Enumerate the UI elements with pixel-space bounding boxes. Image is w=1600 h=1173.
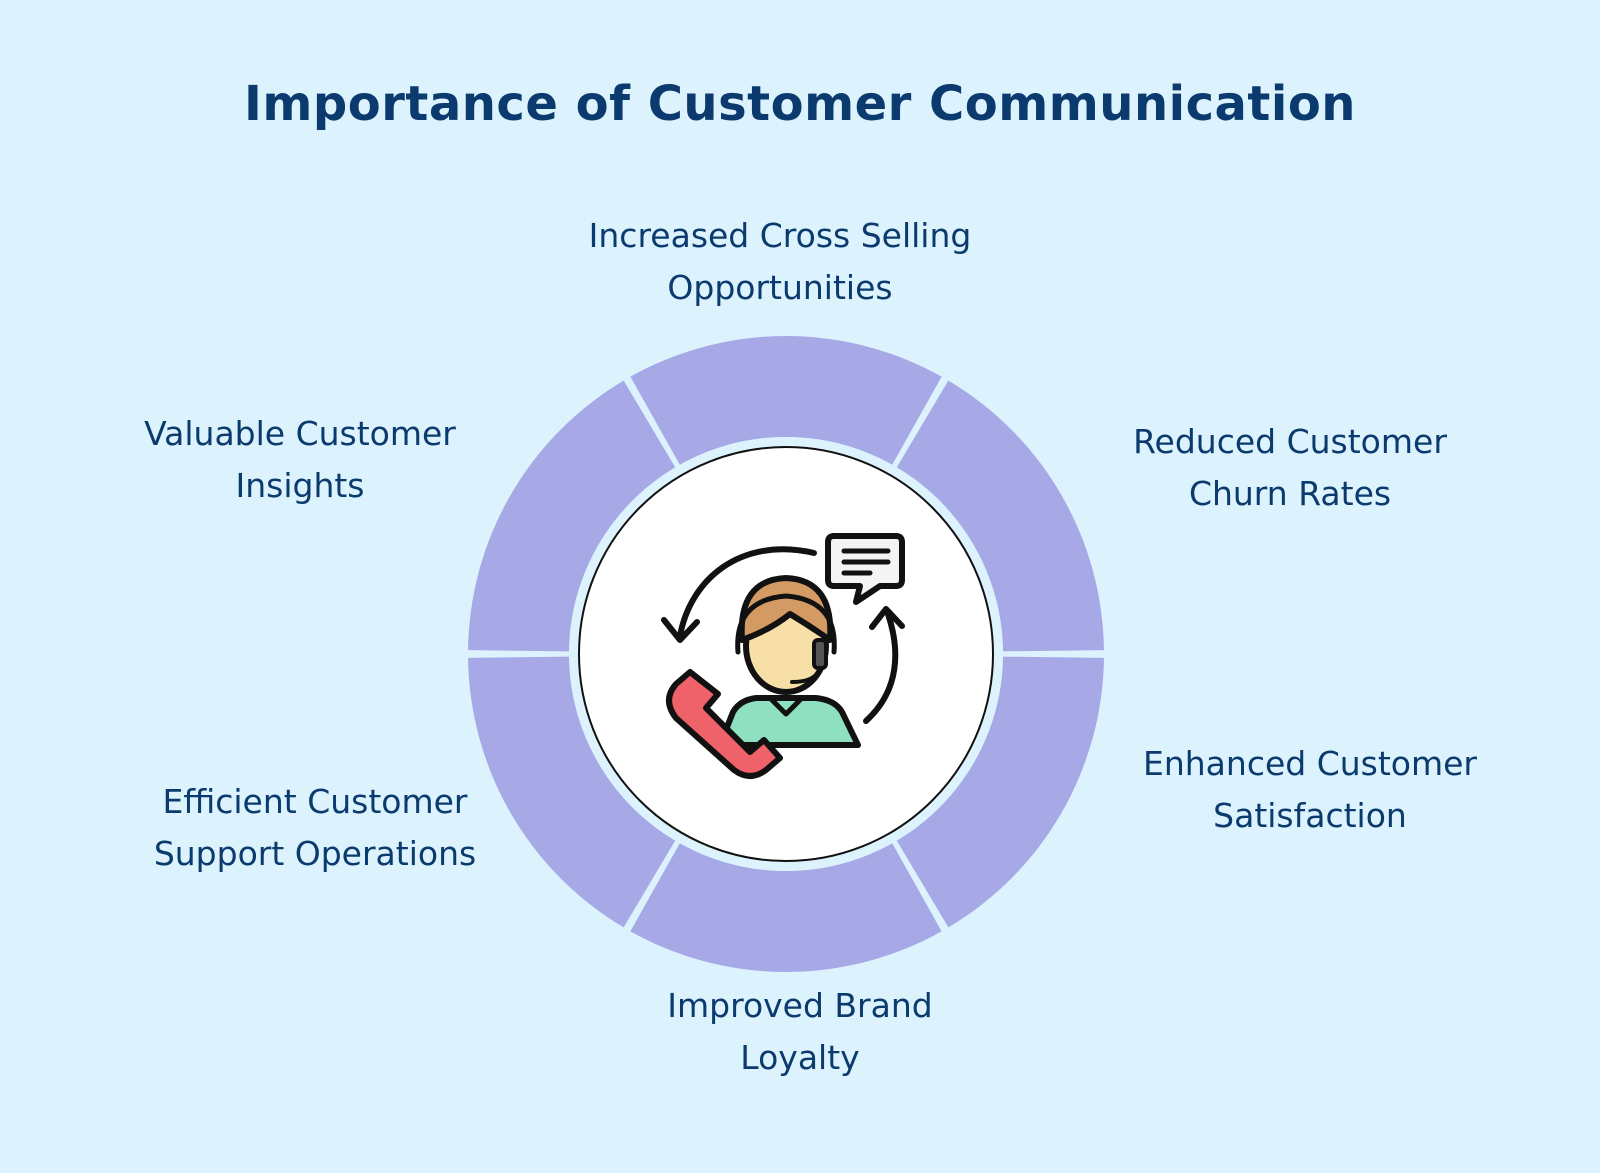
label-line: Reduced Customer [1133, 422, 1447, 461]
label-reduced-churn: Reduced Customer Churn Rates [1040, 416, 1540, 520]
label-line: Valuable Customer [144, 414, 456, 453]
label-line: Improved Brand [667, 986, 933, 1025]
ring-segment-6 [630, 336, 942, 465]
label-line: Insights [235, 466, 365, 505]
page-title: Importance of Customer Communication [244, 76, 1356, 132]
label-enhanced-satisfaction: Enhanced Customer Satisfaction [1060, 738, 1560, 842]
ring-segment-3 [630, 843, 942, 972]
label-valuable-insights: Valuable Customer Insights [80, 408, 520, 512]
left-arrow-icon [677, 546, 817, 639]
segment-ring [468, 336, 1104, 972]
right-arrowhead [869, 606, 905, 630]
label-line: Efficient Customer [162, 782, 468, 821]
label-improved-loyalty: Improved Brand Loyalty [560, 980, 1040, 1084]
phone-handset-icon [666, 669, 783, 779]
left-arrowhead [661, 617, 700, 643]
label-line: Loyalty [740, 1038, 860, 1077]
label-line: Churn Rates [1188, 474, 1392, 513]
customer-support-agent-icon [661, 533, 905, 779]
label-efficient-support: Efficient Customer Support Operations [90, 776, 540, 880]
ring-segment-4 [468, 656, 676, 928]
ring-segment-5 [468, 380, 676, 652]
label-line: Satisfaction [1213, 796, 1407, 835]
label-line: Increased Cross Selling [588, 216, 972, 255]
label-increased-cross-selling: Increased Cross Selling Opportunities [500, 210, 1060, 314]
right-arrow-icon [863, 611, 899, 724]
label-line: Opportunities [667, 268, 893, 307]
label-line: Enhanced Customer [1143, 744, 1477, 783]
ring-segment-1 [896, 380, 1104, 652]
label-line: Support Operations [153, 834, 477, 873]
agent-body [717, 695, 861, 748]
ring-segment-2 [896, 656, 1104, 928]
